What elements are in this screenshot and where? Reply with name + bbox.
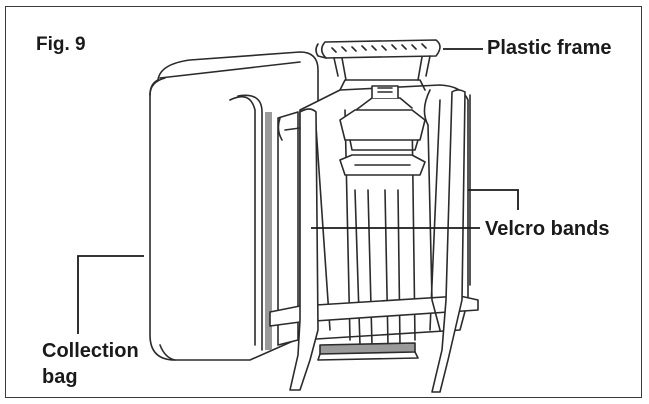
plastic-frame-drawing — [269, 39, 479, 361]
label-plastic-frame: Plastic frame — [487, 37, 612, 59]
figure-border — [5, 6, 642, 398]
velcro-bands-drawing — [277, 89, 471, 393]
figure-label: Fig. 9 — [36, 34, 86, 55]
leader-lines — [77, 48, 519, 334]
label-collection: Collection — [42, 340, 139, 362]
leader-collection-bag — [77, 255, 144, 334]
label-velcro-bands: Velcro bands — [485, 218, 610, 240]
leader-velcro-upper — [468, 189, 519, 210]
collection-bag-drawing — [149, 51, 319, 361]
label-bag: bag — [42, 366, 78, 388]
